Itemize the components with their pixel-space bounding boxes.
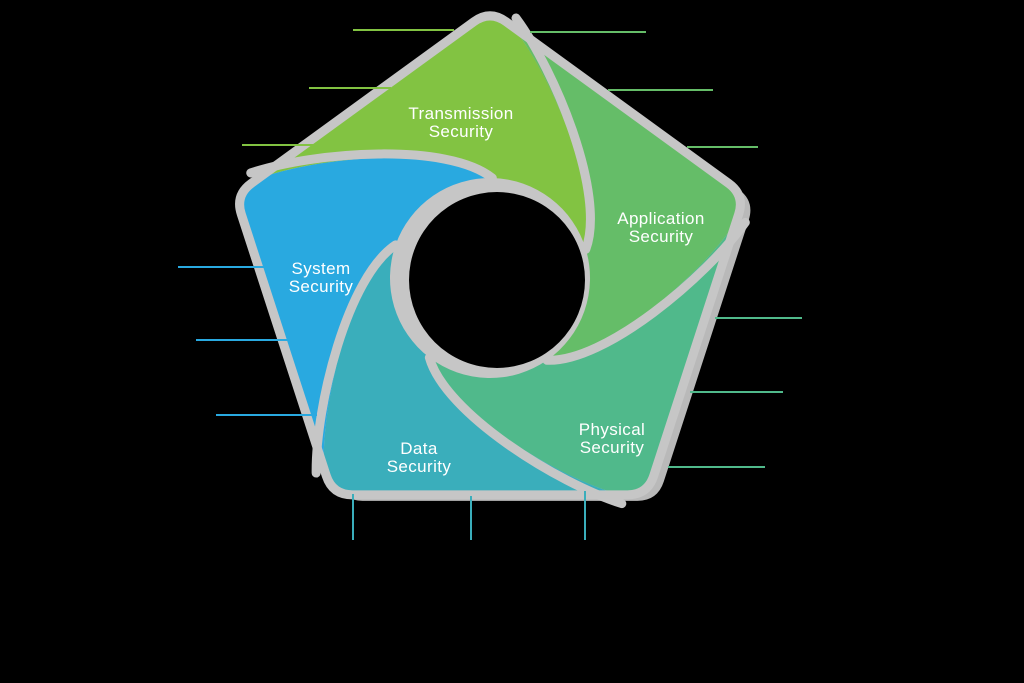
label-physical-line2: Security — [580, 438, 645, 457]
label-application-line1: Application — [617, 209, 705, 228]
label-data-line1: Data — [400, 439, 438, 458]
label-transmission-line2: Security — [429, 122, 494, 141]
label-system-line1: System — [291, 259, 350, 278]
label-application-line2: Security — [629, 227, 694, 246]
label-system-line2: Security — [289, 277, 354, 296]
segment-transmission — [257, 15, 589, 250]
pentagon-border — [235, 11, 745, 500]
label-transmission-line1: Transmission — [408, 104, 513, 123]
label-physical-line1: Physical — [579, 420, 646, 439]
callout-lines — [178, 29, 802, 540]
label-data-line2: Security — [387, 457, 452, 476]
segments — [239, 15, 741, 495]
segment-labels: Transmission Security Application Securi… — [289, 104, 705, 476]
segment-data — [323, 244, 621, 495]
